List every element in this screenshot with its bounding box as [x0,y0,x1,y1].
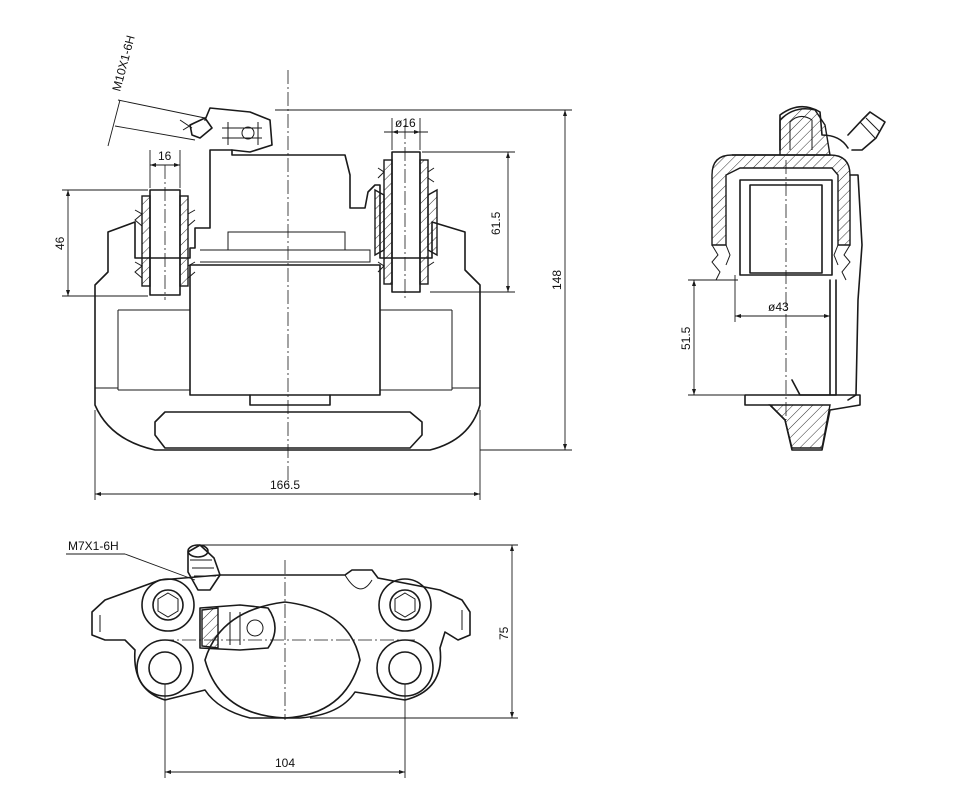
dim-side-height: 51.5 [679,279,745,396]
side-view: ø43 51.5 [679,105,886,451]
dim-top-mount-spacing: 104 [164,684,406,778]
front-total-height-label: 148 [550,270,564,290]
front-total-width-label: 166.5 [270,478,300,492]
top-banjo-fitting [199,604,276,651]
dim-front-left-height: 46 [53,189,148,297]
dim-top-height: 75 [200,544,518,719]
front-right-height-label: 61.5 [489,211,503,235]
top-boss-top-right [378,578,432,632]
dim-top-thread: M7X1-6H [66,539,196,581]
front-right-bore-label: ø16 [395,116,416,130]
dim-front-left-bore: 16 [149,149,181,188]
front-left-bore-label: 16 [158,149,172,163]
top-mount-spacing-label: 104 [275,756,295,770]
front-body-outline [94,149,481,451]
side-top-hood [779,105,849,151]
top-thread-label: M7X1-6H [68,539,119,553]
top-boss-top-left [141,578,195,632]
dim-front-total-width: 166.5 [94,410,481,500]
front-left-height-label: 46 [53,236,67,250]
side-lower-leg [791,279,837,396]
top-bleed-nipple [187,544,221,591]
dim-side-piston-dia: ø43 [734,275,831,322]
front-right-piston [374,151,438,293]
front-left-piston [134,189,196,296]
side-section-body [711,154,851,246]
side-piston-dia-label: ø43 [768,300,789,314]
front-inner-pocket [189,264,381,396]
top-view: M7X1-6H 75 104 [66,539,518,778]
front-center-bridge [249,394,331,406]
dim-front-right-height: 61.5 [422,151,515,293]
front-thread-label: M10X1-6H [109,34,137,93]
side-bleed-nipple [847,111,886,151]
front-view: M10X1-6H 16 46 ø16 [53,34,572,500]
front-bottom-slot [154,411,423,449]
dim-front-right-bore: ø16 [384,116,428,150]
top-height-label: 75 [497,626,511,640]
front-bleed-nipple [204,107,273,153]
dim-front-total-height: 148 [275,109,572,451]
side-height-label: 51.5 [679,326,693,350]
